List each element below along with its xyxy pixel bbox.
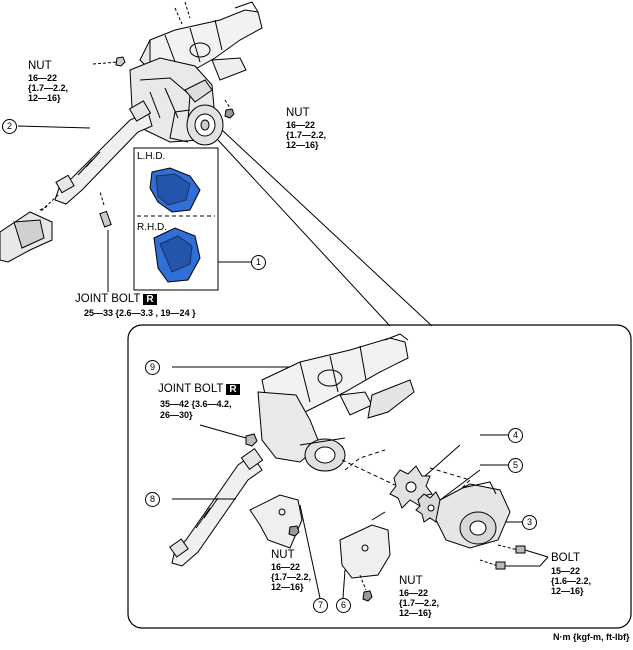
cover-panel [133, 147, 252, 291]
detail-view-frame [127, 324, 632, 629]
callout-5: 5 [508, 458, 523, 473]
nut-top-left-torque-3: 12—16} [28, 93, 61, 103]
steering-column-detail [257, 333, 415, 472]
bolt-pair-icon [479, 544, 549, 570]
bolt-torque-2: {1.6—2.2, [551, 576, 592, 586]
callout-6: 6 [336, 598, 351, 613]
callout-4: 4 [508, 428, 523, 443]
callout-8: 8 [145, 492, 160, 507]
assembly-dash-line-1 [341, 459, 396, 486]
intermediate-shaft-upper [39, 100, 153, 213]
callout-3: 3 [522, 515, 537, 530]
nut-top-right-torque-1: 16—22 [286, 120, 316, 130]
bolt-label: BOLT [551, 552, 581, 564]
bolt-torque-3: 12—16} [551, 586, 584, 596]
replace-badge-detail: R [226, 384, 240, 395]
joint-bolt-detail-torque-2: 26—30} [160, 410, 193, 420]
joint-bolt-detail-icon [199, 424, 258, 447]
nut-detail-left-torque-3: 12—16} [271, 582, 304, 592]
rhd-label: R.H.D. [137, 222, 167, 233]
nut-detail-left-torque-1: 16—22 [271, 562, 301, 572]
nut-top-right-label: NUT [286, 107, 310, 119]
nut-top-right-torque-2: {1.7—2.2, [286, 130, 327, 140]
lhd-label: L.H.D. [137, 151, 166, 162]
callout-2: 2 [2, 119, 17, 134]
assembly-dash-line-2 [344, 449, 386, 471]
nut-top-right-torque-3: 12—16} [286, 140, 319, 150]
joint-bolt-top-icon [99, 191, 112, 292]
nut-detail-bottom-torque-3: 12—16} [399, 608, 432, 618]
bracket-part-6 [339, 511, 391, 602]
nut-top-left-icon [92, 56, 126, 67]
nut-top-left-label: NUT [28, 60, 52, 72]
callout-9: 9 [145, 360, 160, 375]
zoom-line-right [221, 129, 433, 327]
bolt-torque-1: 15—22 [551, 566, 581, 576]
intermediate-shaft-detail [169, 447, 264, 567]
electric-motor [169, 104, 224, 146]
callout-1: 1 [251, 255, 266, 270]
nut-top-left-torque-1: 16—22 [28, 73, 58, 83]
leader-line-2 [17, 125, 91, 129]
nut-top-right-icon [224, 99, 235, 119]
joint-bolt-top-torque: 25—33 {2.6—3.3 , 19—24 } [84, 308, 196, 318]
nut-detail-bottom-torque-1: 16—22 [399, 588, 429, 598]
nut-detail-bottom-torque-2: {1.7—2.2, [399, 598, 440, 608]
nut-top-left-torque-2: {1.7—2.2, [28, 83, 69, 93]
joint-bolt-detail-torque-1: 35—42 {3.6—4.2, [160, 399, 232, 409]
zoom-line-left [217, 139, 391, 327]
electric-motor-part-3 [435, 481, 522, 549]
units-note: N·m {kgf-m, ft-lbf} [553, 632, 630, 642]
replace-badge-top: R [143, 294, 157, 305]
nut-detail-left-torque-2: {1.7—2.2, [271, 572, 312, 582]
callout-7: 7 [313, 598, 328, 613]
nut-detail-left-label: NUT [271, 549, 295, 561]
nut-detail-bottom-label: NUT [399, 575, 423, 587]
nut-detail-left-icon [288, 525, 300, 537]
steering-gear-stub [0, 205, 53, 263]
